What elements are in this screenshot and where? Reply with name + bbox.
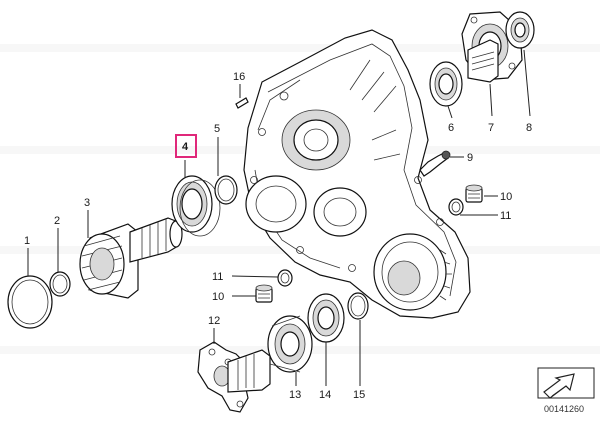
part-12-drive-flange[interactable] (197, 341, 271, 413)
label-3[interactable]: 3 (84, 197, 90, 209)
label-11-upper[interactable]: 11 (500, 210, 511, 222)
label-15[interactable]: 15 (353, 389, 365, 401)
part-10-screw-plug-upper[interactable] (465, 184, 483, 203)
label-8[interactable]: 8 (526, 122, 532, 134)
label-6[interactable]: 6 (448, 122, 454, 134)
highlight-box-part-4[interactable]: 4 (175, 134, 197, 158)
label-10-lower[interactable]: 10 (212, 291, 224, 303)
part-4-shaft-seal[interactable] (171, 175, 221, 237)
label-14[interactable]: 14 (319, 389, 331, 401)
part-14-shaft-seal[interactable] (307, 293, 345, 343)
part-1-o-ring[interactable] (7, 275, 53, 329)
part-3-input-shaft[interactable] (79, 217, 183, 299)
part-8-collar-nut[interactable] (505, 11, 535, 49)
label-9[interactable]: 9 (467, 152, 473, 164)
document-number: 00141260 (544, 404, 584, 414)
part-15-o-ring[interactable] (347, 292, 369, 320)
part-6-shaft-seal[interactable] (429, 61, 463, 107)
part-5-o-ring[interactable] (214, 175, 238, 205)
label-10-upper[interactable]: 10 (500, 191, 512, 203)
label-1[interactable]: 1 (24, 235, 30, 247)
label-5[interactable]: 5 (214, 123, 220, 135)
part-9-breather[interactable] (419, 150, 451, 177)
part-13-bearing[interactable] (267, 315, 313, 373)
part-2-circlip[interactable] (49, 271, 71, 297)
transfer-case-housing[interactable] (243, 29, 471, 319)
part-16-dowel-pin[interactable] (235, 97, 249, 109)
label-11-lower[interactable]: 11 (212, 271, 223, 283)
part-10-screw-plug-lower[interactable] (255, 284, 273, 303)
label-4[interactable]: 4 (182, 141, 189, 153)
part-11-gasket-ring-lower[interactable] (277, 269, 293, 287)
label-12[interactable]: 12 (208, 315, 220, 327)
label-7[interactable]: 7 (488, 122, 494, 134)
next-arrow-box[interactable] (537, 367, 595, 399)
label-13[interactable]: 13 (289, 389, 301, 401)
label-2[interactable]: 2 (54, 215, 60, 227)
part-labels: 1 2 3 5 16 6 7 8 9 10 11 11 10 12 13 14 … (24, 71, 532, 401)
leader-lines (27, 49, 531, 386)
part-11-gasket-ring-upper[interactable] (448, 198, 464, 216)
label-16[interactable]: 16 (233, 71, 245, 83)
